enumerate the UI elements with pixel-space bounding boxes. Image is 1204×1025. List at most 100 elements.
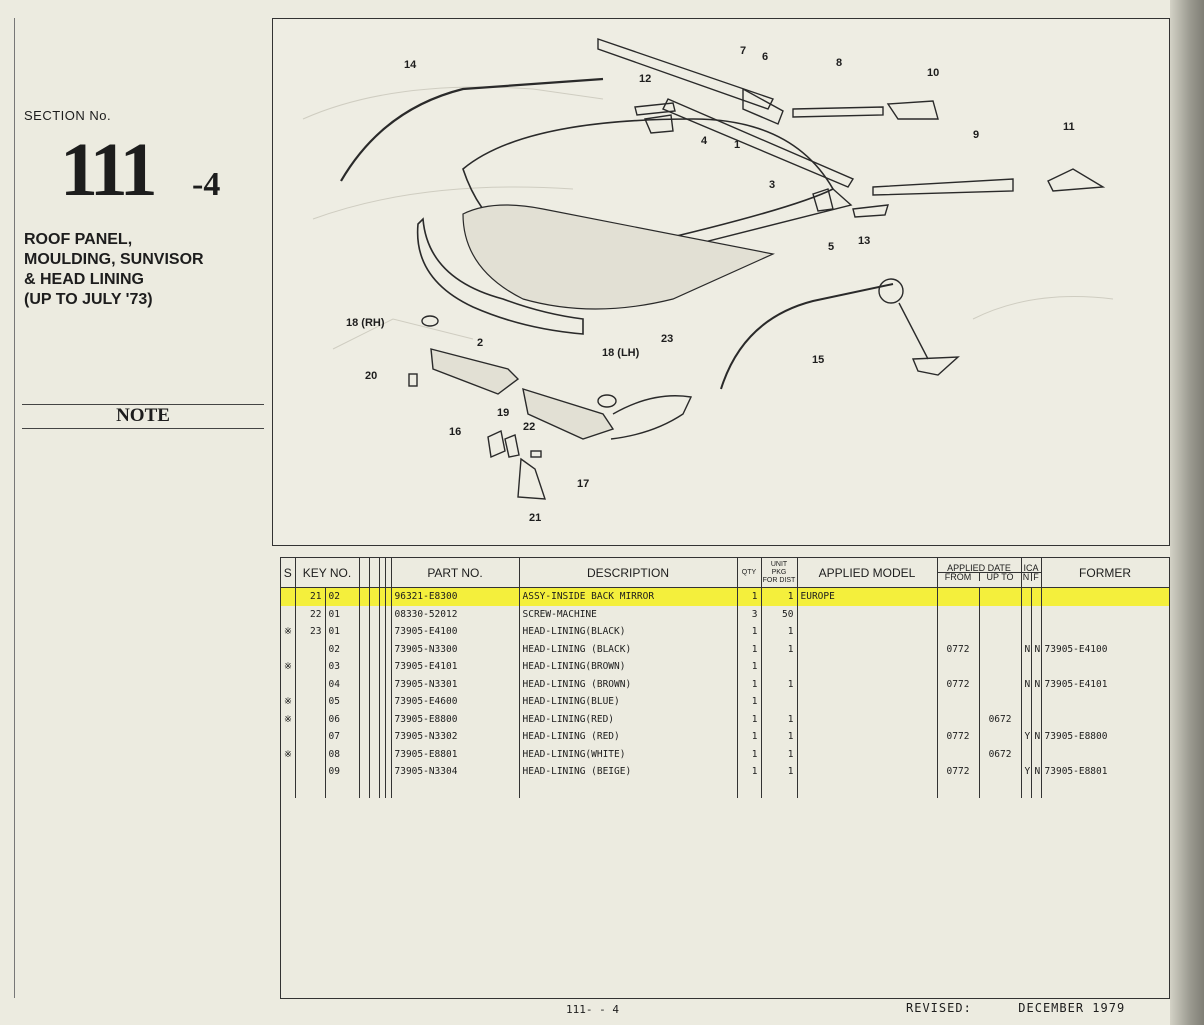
cell-n (1021, 745, 1032, 763)
part-9-rail (872, 178, 1014, 196)
cell-former: 73905-E4100 (1041, 640, 1170, 658)
section-number: 111 (60, 128, 158, 212)
cell-desc: HEAD-LINING (BROWN) (519, 675, 738, 693)
ghost-drawing (302, 86, 1114, 350)
table-filler-row (281, 780, 1170, 798)
cell-blank (369, 640, 380, 658)
cell-pkg: 1 (761, 623, 798, 641)
cell-s (281, 728, 296, 746)
cell-blank (369, 587, 380, 606)
callout-label: 5 (828, 241, 835, 253)
section-title-line: ROOF PANEL, (24, 231, 133, 248)
cell-from: 0772 (937, 640, 980, 658)
cell-n (1021, 710, 1032, 728)
cell-desc: ASSY-INSIDE BACK MIRROR (519, 587, 738, 606)
cell-blank (359, 693, 370, 711)
page-edge-shadow (1170, 0, 1204, 1025)
cell-pkg: 1 (761, 675, 798, 693)
cell-former (1041, 623, 1170, 641)
part-6-rail (597, 38, 774, 110)
cell-upto (979, 675, 1022, 693)
revised-note: REVISED: DECEMBER 1979 (906, 1001, 1125, 1015)
cell-f (1031, 710, 1042, 728)
cell-pkg: 1 (761, 587, 798, 606)
part-20-screw (408, 373, 418, 387)
col-header-key-no: KEY NO. (295, 558, 360, 588)
diagram-drawing (302, 38, 1114, 500)
cell-empty (369, 780, 380, 798)
col-header-applied-date: APPLIED DATE FROM UP TO (937, 558, 1022, 588)
part-11-end-cap (1047, 168, 1106, 192)
cell-blank (359, 658, 370, 676)
callout-label: 19 (497, 407, 510, 419)
cell-sub: 05 (325, 693, 360, 711)
part-14-moulding (340, 77, 604, 182)
cell-blank (359, 675, 370, 693)
cell-n: N (1021, 640, 1032, 658)
cell-blank (379, 728, 386, 746)
cell-part: 73905-N3300 (391, 640, 520, 658)
cell-key (295, 675, 326, 693)
cell-blank (369, 675, 380, 693)
section-title: ROOF PANEL, MOULDING, SUNVISOR & HEAD LI… (24, 230, 204, 310)
cell-part: 73905-E4101 (391, 658, 520, 676)
cell-former (1041, 658, 1170, 676)
callout-label: 14 (404, 59, 417, 71)
cell-s: ※ (281, 693, 296, 711)
cell-pkg: 1 (761, 745, 798, 763)
cell-empty (1031, 780, 1042, 798)
cell-qty: 1 (737, 710, 762, 728)
part-7-rail (742, 87, 784, 125)
cell-blank (369, 658, 380, 676)
col-header-n: N (1022, 573, 1032, 582)
cell-pkg: 1 (761, 710, 798, 728)
applied-date-label: APPLIED DATE (937, 564, 1021, 573)
col-header-up-to: UP TO (986, 572, 1014, 582)
part-18-rh-mount (421, 315, 439, 327)
part-16-sunvisor (430, 348, 520, 395)
cell-empty (737, 780, 762, 798)
callout-label: 20 (365, 370, 378, 382)
cell-upto: 0672 (979, 710, 1022, 728)
cell-f: N (1031, 728, 1042, 746)
cell-blank (385, 745, 392, 763)
cell-qty: 1 (737, 658, 762, 676)
cell-model (797, 728, 938, 746)
callout-label: 7 (740, 45, 747, 57)
cell-pkg: 1 (761, 640, 798, 658)
cell-part: 73905-N3304 (391, 763, 520, 781)
cell-blank (379, 587, 386, 606)
cell-s (281, 675, 296, 693)
left-column-frame (14, 18, 265, 998)
part-15-detail (911, 356, 960, 376)
cell-upto: 0672 (979, 745, 1022, 763)
part-2-front-frame (416, 217, 584, 335)
parts-table: S KEY NO. PART NO. DESCRIPTION QTY UNIT … (281, 558, 1170, 798)
cell-empty (385, 780, 392, 798)
revised-date: DECEMBER 1979 (1018, 1001, 1126, 1015)
callout-label: 12 (639, 73, 652, 85)
cell-empty (295, 780, 326, 798)
cell-key (295, 710, 326, 728)
part-21-mirror (517, 457, 546, 500)
callout-label: 18 (RH) (346, 317, 385, 329)
cell-part: 73905-N3301 (391, 675, 520, 693)
callout-label: 23 (661, 333, 674, 345)
cell-blank (369, 763, 380, 781)
cell-f (1031, 587, 1042, 606)
cell-from (937, 710, 980, 728)
cell-part: 08330-52012 (391, 605, 520, 623)
callout-label: 6 (762, 51, 769, 63)
cell-f (1031, 745, 1042, 763)
cell-sub: 01 (325, 605, 360, 623)
cell-from (937, 587, 980, 606)
cell-blank (359, 710, 370, 728)
part-19-bracket (487, 429, 506, 459)
cell-former (1041, 693, 1170, 711)
cell-empty (937, 780, 980, 798)
part-10-bracket (886, 100, 939, 120)
cell-blank (385, 640, 392, 658)
